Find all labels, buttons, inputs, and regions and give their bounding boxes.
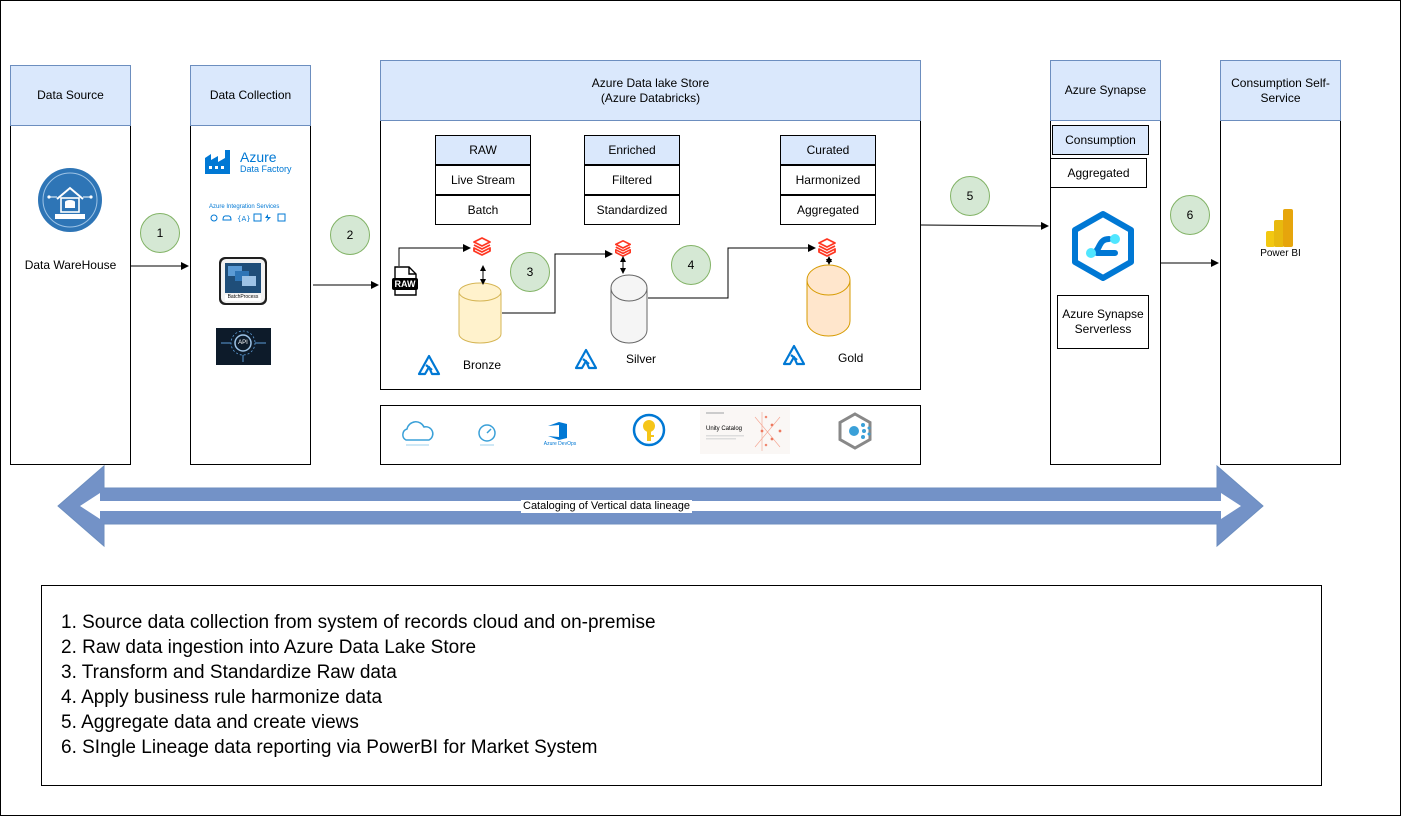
notes-box: 1. Source data collection from system of… [41, 585, 1322, 786]
data-lake-icon [417, 354, 441, 376]
power-bi-icon [1264, 207, 1296, 249]
step-badge-5: 5 [950, 176, 990, 216]
arrow-lake-to-synapse [920, 221, 1049, 230]
unity-catalog-card: Unity Catalog [700, 407, 790, 454]
key-vault-icon [632, 413, 666, 447]
note-line: 1. Source data collection from system of… [61, 612, 656, 633]
arrow-bronze-to-silver [502, 250, 613, 314]
azure-brand-label: Azure [240, 149, 277, 165]
data-factory-label: Data Factory [240, 164, 292, 174]
step-badge-3: 3 [510, 252, 550, 292]
batch-process-label: BatchProcess [227, 294, 259, 300]
data-collection-header: Data Collection [190, 65, 311, 126]
enriched-table-row: Filtered [584, 165, 680, 195]
unity-catalog-label: Unity Catalog [706, 426, 743, 432]
synapse-aggregated-cell: Aggregated [1050, 158, 1147, 188]
svg-text:{A}: {A} [237, 215, 251, 223]
gauge-icon [476, 423, 498, 447]
azure-devops-label: Azure DevOps [543, 441, 577, 447]
data-source-header: Data Source [10, 65, 131, 126]
arrow-raw-to-bronze [398, 244, 471, 266]
enriched-table-row: Standardized [584, 195, 680, 225]
consumption-column [1220, 60, 1341, 465]
data-lake-icon [574, 348, 598, 370]
api-icon: API [216, 328, 271, 365]
silver-label: Silver [626, 352, 657, 366]
step-badge-4: 4 [671, 245, 711, 285]
step-badge-2: 2 [330, 215, 370, 255]
data-warehouse-label: Data WareHouse [24, 258, 117, 272]
lineage-label: Cataloging of Vertical data lineage [521, 500, 692, 513]
data-collection-column [190, 65, 311, 465]
note-line: 2. Raw data ingestion into Azure Data La… [61, 637, 477, 658]
integration-services-label: Azure Integration Services [209, 204, 280, 210]
silver-cylinder [610, 274, 648, 344]
raw-table-row: Batch [435, 195, 531, 225]
raw-file-icon: RAW [391, 266, 419, 296]
consumption-header: Consumption Self-Service [1220, 60, 1341, 121]
note-line: 5. Aggregate data and create views [61, 712, 359, 733]
batch-process-icon: BatchProcess [219, 257, 267, 305]
data-lake-header: Azure Data lake Store (Azure Databricks) [380, 60, 921, 121]
note-line: 6. SIngle Lineage data reporting via Pow… [61, 737, 598, 758]
data-warehouse-icon [37, 167, 103, 233]
synapse-consumption-cell: Consumption [1052, 125, 1149, 155]
step-badge-1: 1 [140, 213, 180, 253]
step-badge-6: 6 [1170, 195, 1210, 235]
data-source-column [10, 65, 131, 465]
synapse-icon [1071, 211, 1135, 281]
raw-badge-label: RAW [394, 279, 416, 289]
raw-table-row: Live Stream [435, 165, 531, 195]
data-lake-icon [782, 344, 806, 366]
databricks-icon [472, 236, 492, 256]
azure-devops-icon: Azure DevOps [543, 421, 577, 447]
power-bi-label: Power BI [1260, 248, 1301, 259]
bronze-label: Bronze [463, 358, 502, 372]
azure-data-factory-icon [203, 148, 233, 176]
gold-cylinder [806, 264, 851, 337]
curated-table-row: Harmonized [780, 165, 876, 195]
note-line: 4. Apply business rule harmonize data [61, 687, 383, 708]
raw-table-header: RAW [435, 135, 531, 165]
enriched-table-header: Enriched [584, 135, 680, 165]
synapse-serverless-cell: Azure Synapse Serverless [1057, 295, 1149, 349]
purview-icon [836, 412, 874, 450]
cloud-storage-icon [398, 420, 436, 448]
note-line: 3. Transform and Standardize Raw data [61, 662, 397, 683]
arrow-silver-to-gold [648, 244, 816, 299]
bronze-cylinder [458, 282, 502, 344]
databricks-icon [614, 239, 632, 257]
data-lake-title: Azure Data lake Store [591, 75, 710, 90]
synapse-header: Azure Synapse [1050, 60, 1161, 121]
curated-table-row: Aggregated [780, 195, 876, 225]
curated-table-header: Curated [780, 135, 876, 165]
integration-services-icons: {A} [210, 213, 290, 223]
gold-label: Gold [838, 351, 864, 365]
data-lake-subtitle: (Azure Databricks) [600, 90, 701, 105]
databricks-icon [817, 237, 837, 257]
api-label: API [238, 340, 248, 346]
